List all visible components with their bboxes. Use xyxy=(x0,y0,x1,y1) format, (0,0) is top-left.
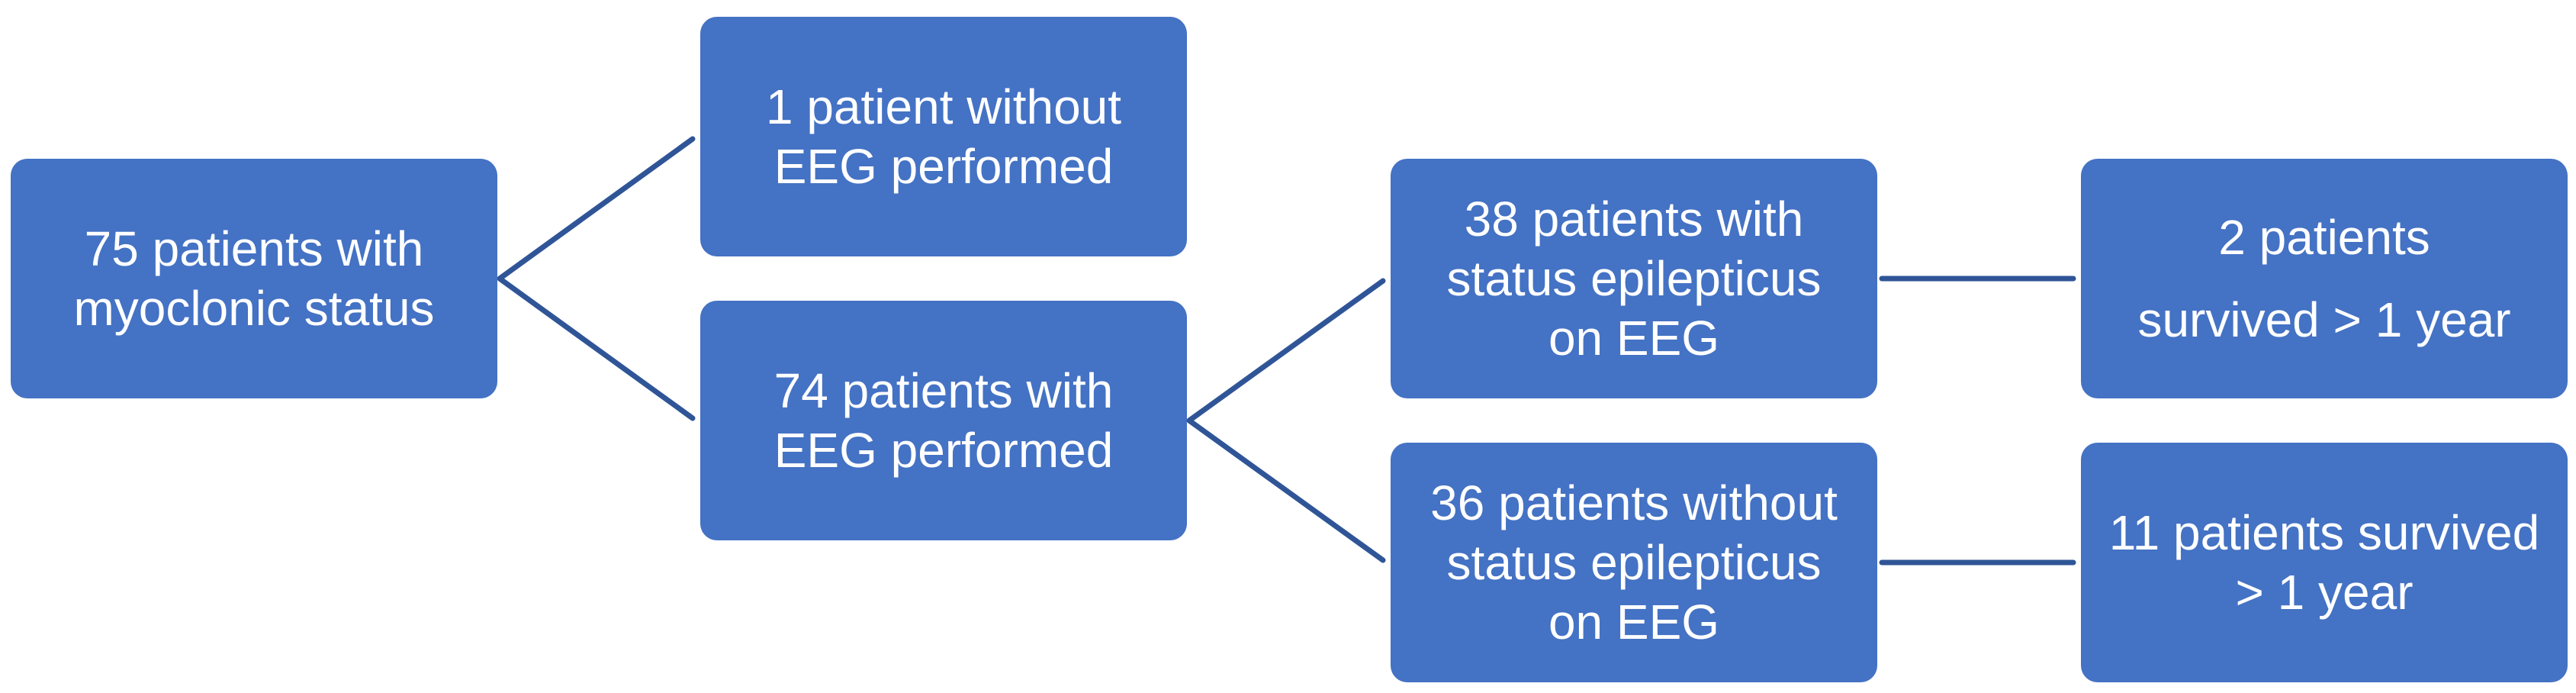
box-text-line: EEG performed xyxy=(773,423,1114,478)
box-text-line: 38 patients with xyxy=(1464,191,1804,247)
box-with-eeg: 74 patients with EEG performed xyxy=(700,301,1187,540)
box-text-line: 75 patients with xyxy=(84,221,424,276)
box-text-line: EEG performed xyxy=(773,139,1114,194)
box-text-line: 74 patients with xyxy=(773,363,1114,418)
box-without-status-epilepticus: 36 patients without status epilepticus o… xyxy=(1391,443,1877,682)
box-text-line: 1 patient without xyxy=(765,79,1122,134)
connector-eeg-branches xyxy=(1186,278,1386,563)
box-text-line: status epilepticus xyxy=(1446,250,1822,306)
box-text-line: on EEG xyxy=(1548,595,1720,650)
box-text-line: 11 patients survived xyxy=(2108,504,2540,560)
box-without-eeg: 1 patient without EEG performed xyxy=(700,17,1187,256)
box-text-line: 2 patients xyxy=(2218,209,2430,265)
box-text-line: 36 patients without xyxy=(1430,475,1838,530)
box-text-line: status epilepticus xyxy=(1446,534,1822,590)
box-text-line: survived > 1 year xyxy=(2137,292,2511,347)
box-survival-without-status-epilepticus: 11 patients survived > 1 year xyxy=(2081,443,2568,682)
connector-start-branches xyxy=(497,136,696,421)
box-status-epilepticus: 38 patients with status epilepticus on E… xyxy=(1391,159,1877,398)
box-text-line: > 1 year xyxy=(2235,565,2414,620)
box-myoclonic-status-patients: 75 patients with myoclonic status xyxy=(11,159,497,398)
box-text-line: on EEG xyxy=(1548,311,1720,366)
box-survival-with-status-epilepticus: 2 patients survived > 1 year xyxy=(2081,159,2568,398)
box-text-line: myoclonic status xyxy=(73,281,435,336)
